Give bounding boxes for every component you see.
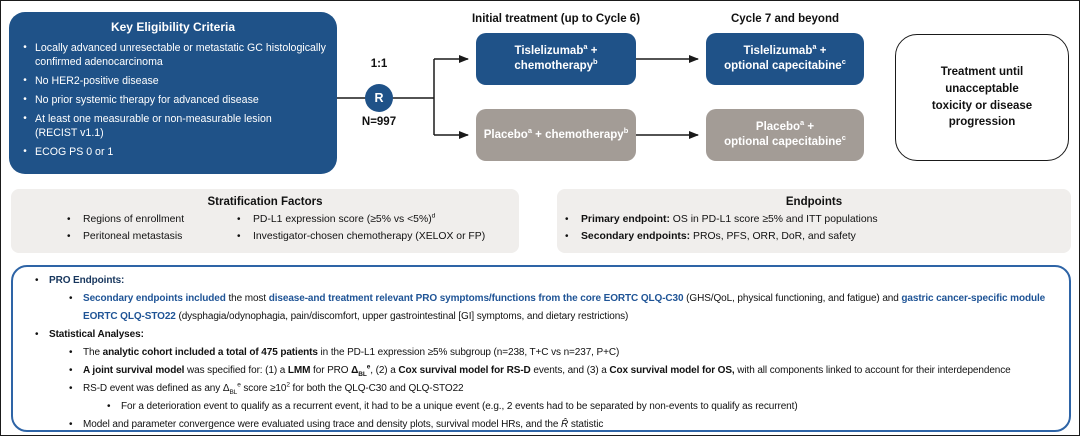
endpoint-item: • Secondary endpoints: PROs, PFS, ORR, Do… [565, 229, 1071, 246]
endpoints-panel: Endpoints • Primary endpoint: OS in PD-L1… [557, 189, 1071, 253]
note-row: • A joint survival model was specified fo… [13, 362, 1069, 380]
note-text: Statistical Analyses: [49, 329, 144, 340]
arm-box-placebo-initial: Placeboa + chemotherapyb [476, 109, 636, 161]
arm-label-line: Tislelizumaba + [514, 42, 598, 58]
endpoints-list: • Primary endpoint: OS in PD-L1 score ≥5%… [557, 208, 1071, 245]
stratification-item-text: Investigator-chosen chemotherapy (XELOX … [253, 230, 486, 242]
eligibility-item: • Locally advanced unresectable or metast… [15, 41, 329, 69]
bullet-icon: • [23, 146, 27, 158]
arm-label-line: Placeboa + [755, 118, 815, 134]
treatment-duration-panel: Treatment until unacceptable toxicity or… [895, 34, 1069, 161]
bullet-icon: • [69, 383, 73, 394]
bullet-icon: • [35, 275, 39, 286]
stratification-item: • PD-L1 expression score (≥5% vs <5%)d [237, 212, 519, 229]
note-row: • PRO Endpoints: [13, 272, 1069, 290]
randomization-ratio-label: 1:1 [370, 58, 388, 70]
note-text: RS-D event was defined as any ΔBLe score… [83, 381, 464, 396]
note-text: The analytic cohort included a total of … [83, 347, 620, 358]
note-row: • The analytic cohort included a total of… [13, 344, 1069, 362]
notes-panel: • PRO Endpoints: • Secondary endpoints inc… [11, 265, 1071, 432]
stratification-column-1: • Regions of enrollment • Peritoneal metas… [67, 212, 237, 245]
stratification-item-text: Peritoneal metastasis [83, 230, 183, 242]
note-row: • RS-D event was defined as any ΔBLe scor… [13, 380, 1069, 398]
stratification-title: Stratification Factors [207, 196, 323, 208]
note-row: • For a deterioration event to qualify as… [13, 398, 1069, 416]
note-row: • Model and parameter convergence were ev… [13, 416, 1069, 434]
bullet-icon: • [35, 329, 39, 340]
stratification-columns: • Regions of enrollment • Peritoneal metas… [11, 208, 519, 245]
randomization-circle: R [365, 84, 393, 112]
note-text: Secondary endpoints included the most di… [83, 293, 1046, 322]
note-text: A joint survival model was specified for… [83, 363, 1011, 378]
endpoints-title: Endpoints [785, 196, 843, 208]
bullet-icon: • [237, 230, 241, 242]
note-row: • Statistical Analyses: [13, 326, 1069, 344]
eligibility-item-text: No prior systemic therapy for advanced d… [35, 94, 259, 107]
stratification-panel: Stratification Factors • Regions of enrol… [11, 189, 519, 253]
bullet-icon: • [69, 365, 73, 376]
eligibility-item: • At least one measurable or non-measurab… [15, 112, 329, 140]
eligibility-item-text: ECOG PS 0 or 1 [35, 146, 114, 159]
bullet-icon: • [565, 214, 569, 225]
eligibility-item-text: Locally advanced unresectable or metasta… [35, 42, 326, 69]
arm-box-placebo-cycle7: Placeboa + optional capecitabinec [706, 109, 864, 161]
stratification-item-text: Regions of enrollment [83, 214, 185, 225]
arm-label-line: optional capecitabinec [724, 57, 846, 72]
note-text: Model and parameter convergence were eva… [83, 419, 604, 430]
bullet-icon: • [23, 94, 27, 106]
eligibility-item-text: No HER2-positive disease [35, 75, 159, 88]
arm-box-tislelizumab-cycle7: Tislelizumaba + optional capecitabinec [706, 33, 864, 85]
bullet-icon: • [69, 293, 73, 304]
endpoint-item-text: Primary endpoint: OS in PD-L1 score ≥5% … [581, 214, 878, 225]
column-header-cycle7: Cycle 7 and beyond [730, 13, 839, 25]
stratification-item: • Peritoneal metastasis [67, 229, 237, 246]
endpoint-item: • Primary endpoint: OS in PD-L1 score ≥5%… [565, 212, 1071, 229]
eligibility-panel: Key Eligibility Criteria • Locally advanc… [9, 12, 337, 174]
bullet-icon: • [67, 214, 71, 225]
column-header-initial-treatment: Initial treatment (up to Cycle 6) [471, 13, 641, 25]
bullet-icon: • [69, 347, 73, 358]
stratification-item-text: PD-L1 expression score (≥5% vs <5%)d [253, 212, 436, 225]
stratification-item: • Regions of enrollment [67, 212, 237, 229]
arm-label-line: Placeboa + chemotherapyb [483, 125, 629, 141]
eligibility-item-text: At least one measurable or non-measurabl… [35, 113, 272, 140]
bullet-icon: • [23, 75, 27, 87]
eligibility-item: • No prior systemic therapy for advanced … [15, 93, 329, 107]
arm-label-line: chemotherapyb [514, 57, 598, 72]
note-row: • Secondary endpoints included the most d… [13, 290, 1069, 326]
arm-label-line: optional capecitabinec [724, 133, 846, 148]
endpoint-item-text: Secondary endpoints: PROs, PFS, ORR, DoR… [581, 230, 856, 242]
bullet-icon: • [107, 401, 111, 412]
arm-label-line: Tislelizumaba + [743, 42, 827, 58]
eligibility-item: • No HER2-positive disease [15, 74, 329, 88]
bullet-icon: • [237, 214, 241, 225]
note-text: For a deterioration event to qualify as … [121, 401, 798, 412]
bullet-icon: • [565, 230, 569, 242]
randomization-n-label: N=997 [361, 116, 397, 128]
note-text: PRO Endpoints: [49, 275, 125, 286]
bullet-icon: • [23, 113, 27, 125]
stratification-item: • Investigator-chosen chemotherapy (XELOX… [237, 229, 519, 246]
bullet-icon: • [69, 419, 73, 430]
eligibility-item: • ECOG PS 0 or 1 [15, 145, 329, 159]
bullet-icon: • [23, 42, 27, 53]
arm-box-tislelizumab-initial: Tislelizumaba + chemotherapyb [476, 33, 636, 85]
eligibility-list: • Locally advanced unresectable or metast… [9, 34, 337, 160]
bullet-icon: • [67, 230, 71, 242]
stratification-column-2: • PD-L1 expression score (≥5% vs <5%)d • I… [237, 212, 519, 245]
eligibility-title: Key Eligibility Criteria [110, 20, 236, 34]
